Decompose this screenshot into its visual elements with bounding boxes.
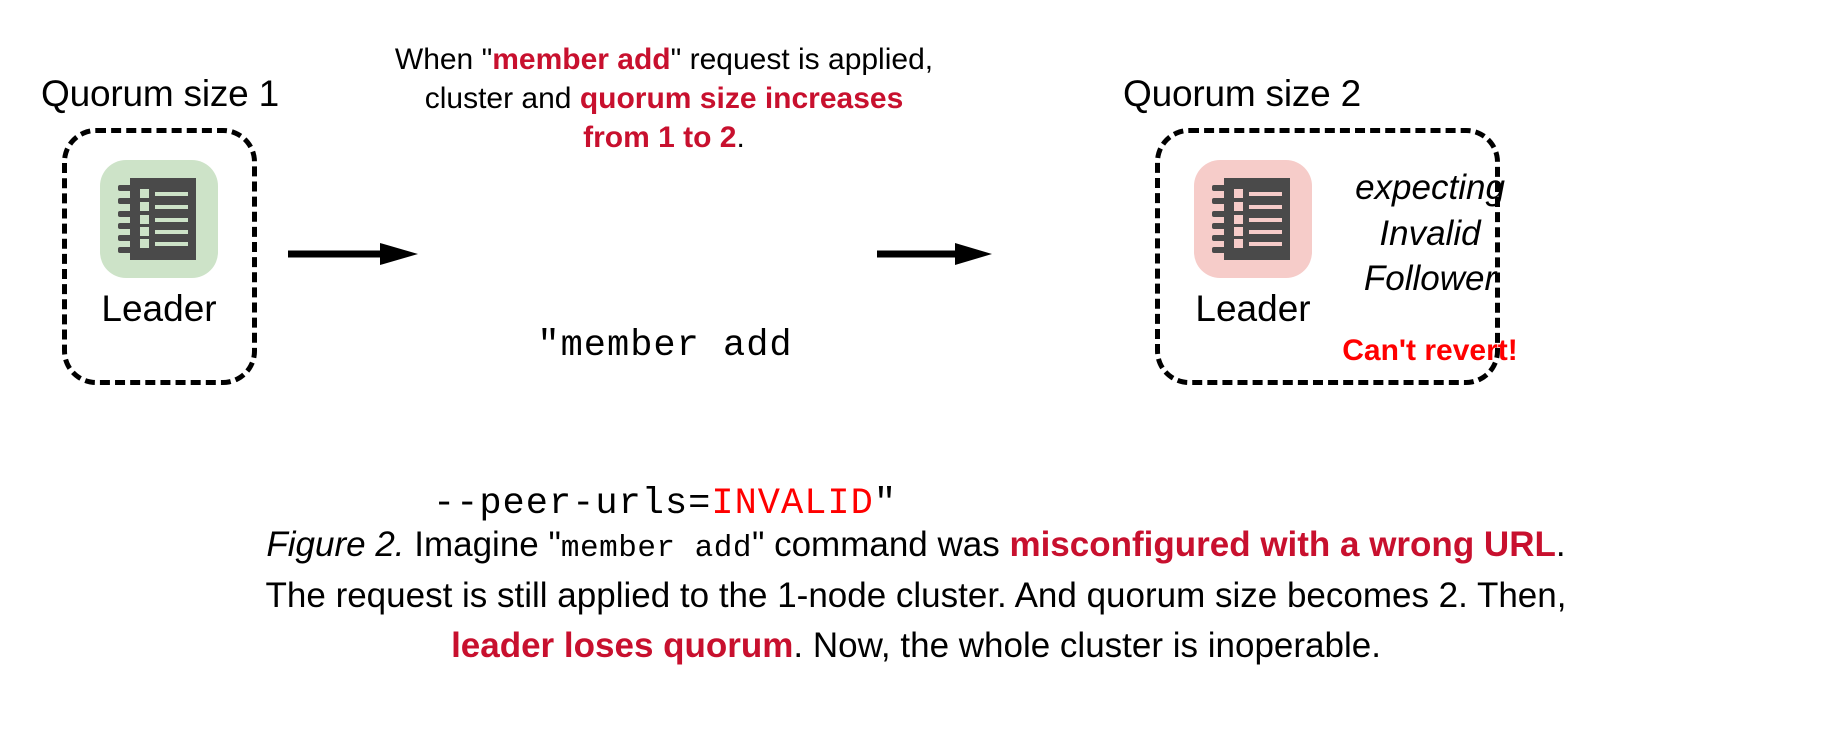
annotation-l1-highlight: member add	[492, 43, 671, 76]
annotation-l2-a: cluster and	[424, 82, 580, 115]
ledger-glyph	[118, 178, 196, 260]
caption-seg-2: " command was	[751, 525, 1010, 564]
caption-mono-command: member add	[560, 531, 752, 566]
right-status-text: expecting Invalid Follower	[1305, 165, 1555, 302]
annotation-line-2: cluster and quorum size increases	[355, 79, 973, 118]
command-text: "member add --peer-urls=INVALID"	[385, 215, 945, 635]
status-line-1: expecting	[1355, 168, 1505, 207]
ledger-glyph	[1212, 178, 1290, 260]
status-line-2: Invalid	[1379, 213, 1481, 253]
annotation-line-1: When "member add" request is applied,	[355, 40, 973, 79]
caption-highlight-2: leader loses quorum	[451, 625, 794, 665]
right-node: Leader	[1194, 160, 1312, 327]
right-cluster-title: Quorum size 2	[1123, 73, 1361, 114]
annotation-l1-c: " request is applied,	[670, 43, 934, 76]
caption-seg-3: .	[1555, 525, 1566, 564]
annotation-text: When "member add" request is applied, cl…	[355, 40, 973, 157]
annotation-l3-c: .	[736, 121, 745, 154]
command-line-1: "member add	[537, 325, 793, 368]
arrow-right-icon-right	[877, 243, 992, 265]
caption-line-1: Figure 2. Imagine "member add" command w…	[0, 520, 1832, 571]
command-l2-prefix: --peer-urls=	[432, 482, 712, 525]
annotation-l1-a: When "	[394, 43, 493, 76]
caption-seg-4: . Now, the whole cluster is inoperable.	[793, 625, 1381, 665]
cant-revert-badge: Can't revert!	[1342, 334, 1518, 367]
annotation-l3-highlight: from 1 to 2	[583, 121, 737, 154]
annotation-l2-highlight: quorum size increases	[579, 82, 904, 115]
left-node: Leader	[100, 160, 218, 327]
command-invalid-value: INVALID	[711, 482, 874, 525]
caption-highlight-1: misconfigured with a wrong URL	[1009, 525, 1556, 564]
annotation-line-3: from 1 to 2.	[355, 118, 973, 157]
status-line-3: Follower	[1363, 259, 1497, 298]
left-cluster-title: Quorum size 1	[41, 73, 279, 114]
caption-figure-label: Figure 2.	[266, 525, 405, 564]
ledger-node-icon	[100, 160, 218, 285]
caption-line-3: leader loses quorum. Now, the whole clus…	[0, 621, 1832, 671]
command-line-2: --peer-urls=INVALID"	[385, 478, 945, 531]
command-l2-suffix: "	[873, 482, 898, 525]
left-node-label: Leader	[101, 288, 217, 329]
figure-caption: Figure 2. Imagine "member add" command w…	[0, 520, 1832, 670]
arrow-right-icon-left	[288, 243, 418, 265]
left-cluster-box	[62, 128, 257, 385]
right-node-label: Leader	[1195, 288, 1311, 329]
ledger-node-icon	[1194, 160, 1312, 285]
caption-line-2: The request is still applied to the 1-no…	[265, 576, 1567, 616]
caption-seg-1: Imagine "	[404, 525, 561, 564]
right-cluster-box	[1155, 128, 1500, 385]
